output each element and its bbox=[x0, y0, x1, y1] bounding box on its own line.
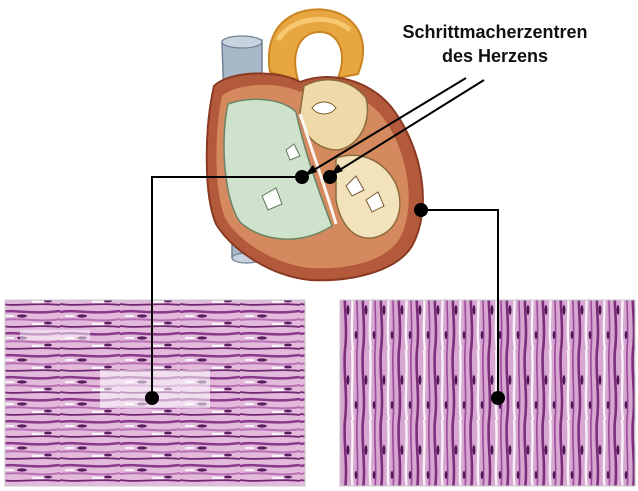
atrioventricular-node-marker bbox=[323, 170, 337, 184]
ventricle-muscle-marker bbox=[414, 203, 428, 217]
sinoatrial-node-marker bbox=[295, 170, 309, 184]
right-micrograph-marker bbox=[491, 391, 505, 405]
working-myocardium-micrograph bbox=[340, 300, 635, 486]
label-line-1: Schrittmacherzentren bbox=[380, 20, 610, 44]
pacemaker-centers-label: Schrittmacherzentren des Herzens bbox=[380, 20, 610, 68]
label-line-2: des Herzens bbox=[380, 44, 610, 68]
left-micrograph-marker bbox=[145, 391, 159, 405]
